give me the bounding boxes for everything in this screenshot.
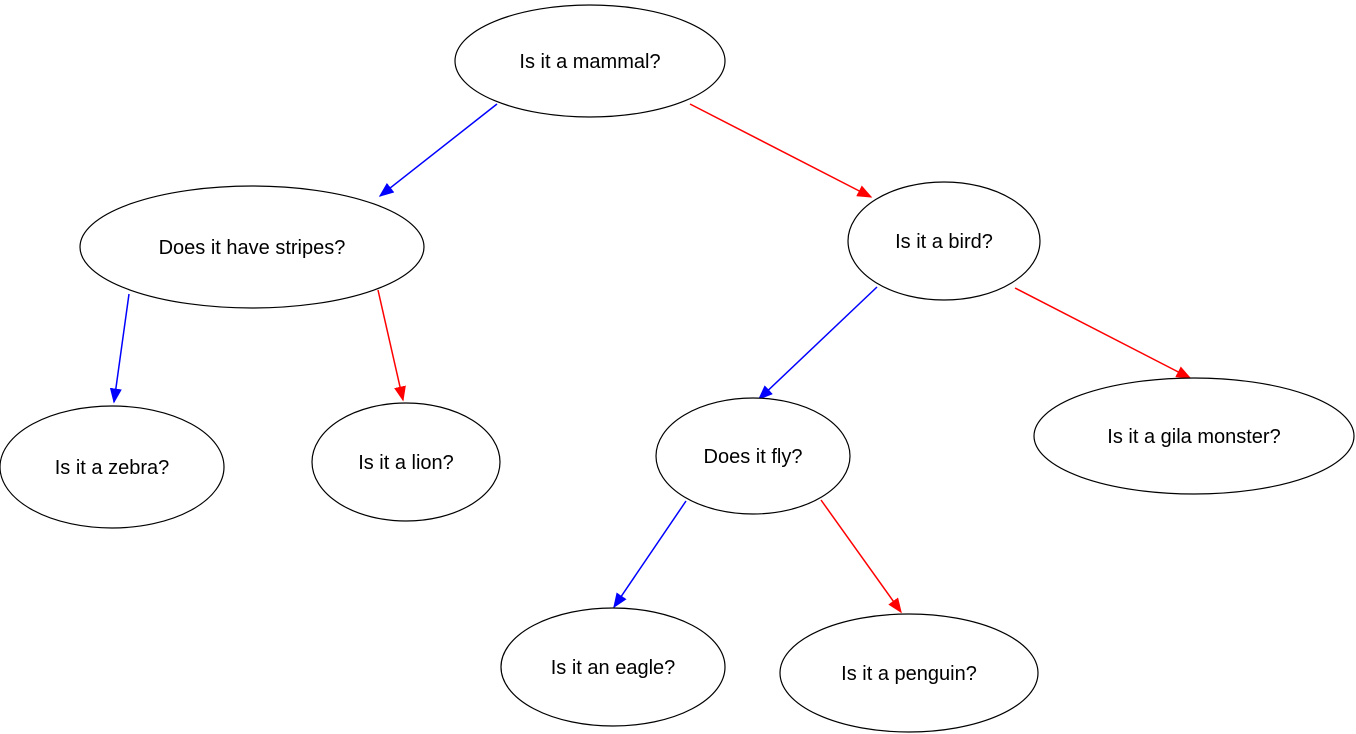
edge-bird-to-fly xyxy=(757,286,878,401)
node-eagle: Is it an eagle? xyxy=(500,607,726,727)
node-ellipse-eagle xyxy=(500,607,726,727)
node-label-zebra: Is it a zebra? xyxy=(55,457,170,479)
node-label-gila: Is it a gila monster? xyxy=(1107,426,1280,448)
node-ellipse-mammal xyxy=(454,4,726,118)
node-ellipse-zebra xyxy=(0,405,225,529)
edge-mammal-to-stripes xyxy=(378,103,498,197)
node-fly: Does it fly? xyxy=(655,397,851,515)
node-lion: Is it a lion? xyxy=(311,402,501,522)
node-label-lion: Is it a lion? xyxy=(358,452,454,474)
node-ellipse-stripes xyxy=(79,185,425,309)
node-ellipse-fly xyxy=(655,397,851,515)
node-mammal: Is it a mammal? xyxy=(454,4,726,118)
node-ellipse-gila xyxy=(1033,377,1355,495)
node-penguin: Is it a penguin? xyxy=(779,613,1039,733)
node-ellipse-bird xyxy=(847,181,1041,301)
node-ellipse-penguin xyxy=(779,613,1039,733)
edge-bird-to-gila xyxy=(1014,287,1192,379)
node-label-eagle: Is it an eagle? xyxy=(551,657,676,679)
edge-stripes-to-lion xyxy=(377,289,406,402)
edge-mammal-to-bird xyxy=(689,103,873,198)
node-gila: Is it a gila monster? xyxy=(1033,377,1355,495)
edge-fly-to-eagle xyxy=(613,500,687,609)
node-label-fly: Does it fly? xyxy=(704,446,803,468)
node-ellipse-lion xyxy=(311,402,501,522)
node-stripes: Does it have stripes? xyxy=(79,185,425,309)
node-zebra: Is it a zebra? xyxy=(0,405,225,529)
node-label-penguin: Is it a penguin? xyxy=(841,663,977,685)
edge-fly-to-penguin xyxy=(820,499,902,614)
edge-stripes-to-zebra xyxy=(109,293,130,404)
node-label-bird: Is it a bird? xyxy=(895,231,993,253)
node-label-stripes: Does it have stripes? xyxy=(159,237,346,259)
node-bird: Is it a bird? xyxy=(847,181,1041,301)
node-label-mammal: Is it a mammal? xyxy=(519,51,660,73)
